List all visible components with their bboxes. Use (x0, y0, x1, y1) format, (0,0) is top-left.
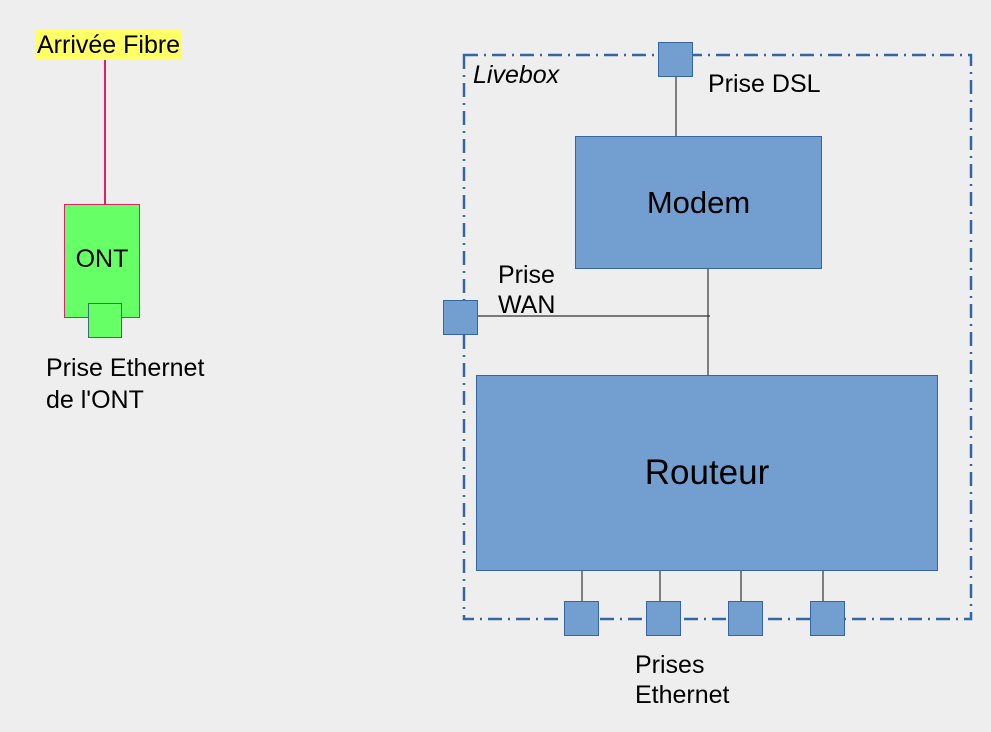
ethernet-port-2 (646, 601, 681, 636)
ethernet-port-1 (564, 601, 599, 636)
wan-port-label-line1: Prise (498, 261, 555, 289)
fibre-arrival-label: Arrivée Fibre (36, 30, 182, 60)
ethernet-ports-label-line2: Ethernet (635, 681, 730, 709)
modem-label: Modem (646, 184, 751, 220)
ont-port-label-line2: de l'ONT (46, 386, 144, 414)
wan-port (443, 300, 478, 335)
livebox-boundary (462, 53, 973, 621)
dsl-port-label: Prise DSL (708, 70, 821, 98)
modem-block: Modem (575, 136, 822, 269)
router-label: Routeur (644, 453, 770, 492)
ont-port-label-line1: Prise Ethernet (46, 354, 205, 382)
ont-ethernet-port (88, 303, 122, 338)
ethernet-ports-label-line1: Prises (635, 651, 705, 679)
livebox-label: Livebox (473, 61, 560, 89)
router-block: Routeur (476, 375, 938, 571)
wan-port-label-line2: WAN (498, 291, 556, 319)
ethernet-port-3 (728, 601, 763, 636)
ethernet-port-4 (810, 601, 845, 636)
ont-label: ONT (75, 245, 129, 273)
ont-box: ONT (64, 204, 140, 318)
dsl-port (658, 42, 693, 77)
